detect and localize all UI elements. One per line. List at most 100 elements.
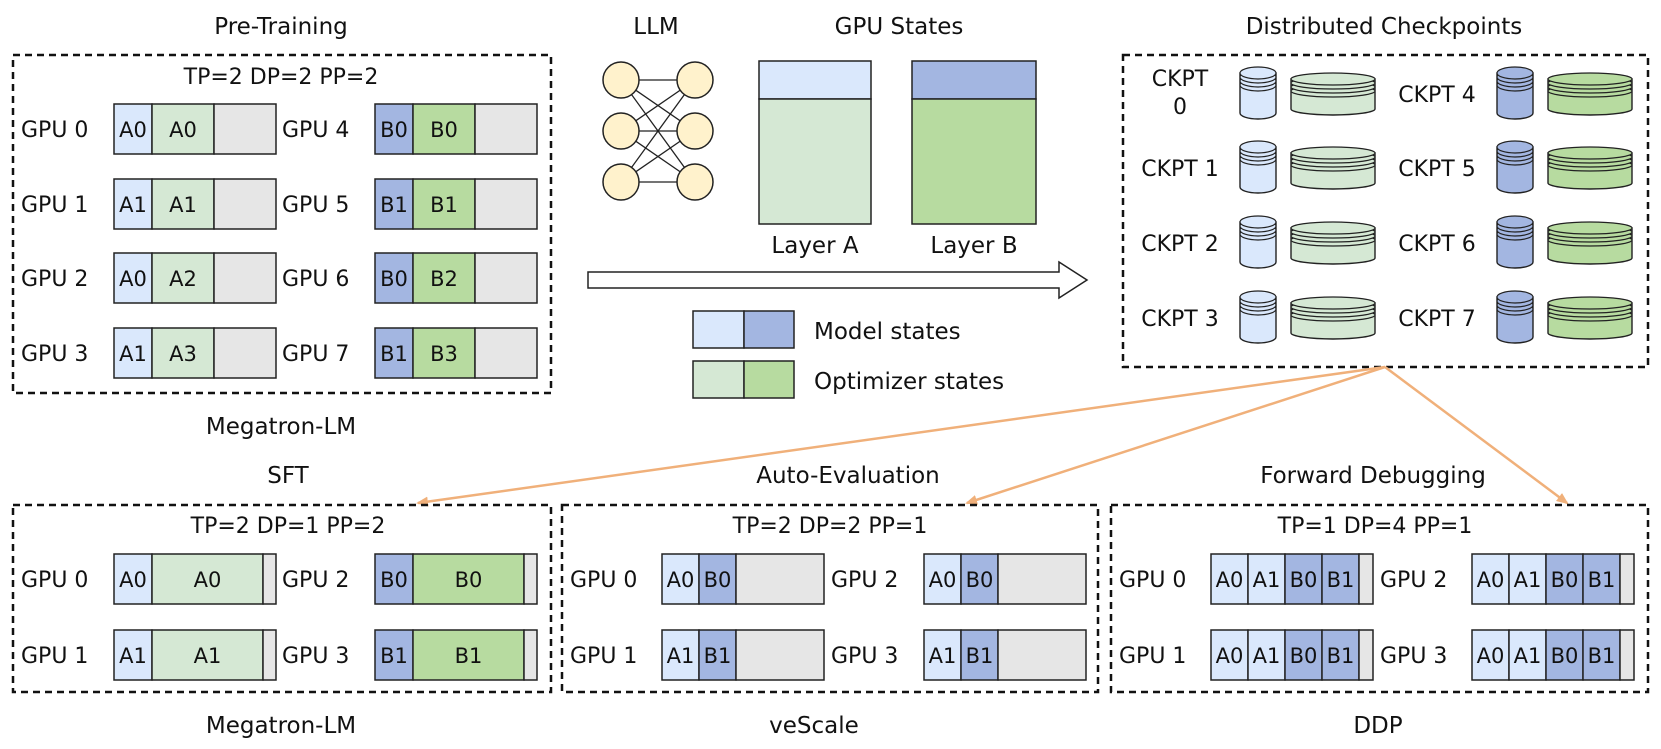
model-state-cell	[1284, 553, 1323, 605]
optimizer-state-label: B1	[430, 193, 458, 217]
checkpoint-label: CKPT 2	[1141, 232, 1218, 257]
gpu-label: GPU 1	[570, 644, 637, 669]
llm-node	[676, 163, 714, 201]
layer-b-label: Layer B	[930, 233, 1017, 259]
optimizer-state-cell	[151, 103, 215, 155]
free-memory-cell	[474, 252, 538, 304]
optimizer-state-label: A0	[169, 118, 197, 142]
model-state-label: A1	[1514, 568, 1542, 592]
optimizer-state-label: B3	[430, 342, 458, 366]
pretraining-gpu: GPU 5 B1 B1	[282, 178, 538, 230]
llm-node	[602, 163, 640, 201]
optimizer-state-cell	[151, 629, 264, 681]
model-state-cell	[1247, 553, 1286, 605]
model-state-a-cell	[923, 553, 962, 605]
gpu-label: GPU 5	[282, 193, 349, 218]
optimizer-state-cylinder	[1547, 146, 1633, 190]
gpu-label: GPU 3	[282, 644, 349, 669]
layer-a-label: Layer A	[771, 233, 858, 259]
model-state-label: A0	[1477, 644, 1505, 668]
optimizer-state-label: A3	[169, 342, 197, 366]
gpu-label: GPU 3	[831, 644, 898, 669]
model-state-a-label: A1	[667, 644, 695, 668]
model-state-label: B0	[1290, 568, 1318, 592]
free-memory-cell	[997, 553, 1087, 605]
optimizer-state-cylinder	[1547, 296, 1633, 340]
free-memory-cell	[262, 553, 277, 605]
arrow-to-sft	[416, 365, 1386, 507]
optimizer-state-label: B1	[455, 644, 483, 668]
autoeval-config: TP=2 DP=2 PP=1	[732, 514, 928, 539]
optimizer-state-cell	[412, 327, 476, 379]
model-state-label: A0	[119, 267, 147, 291]
save-checkpoint-arrow	[587, 260, 1089, 300]
model-state-b-label: B1	[966, 644, 994, 668]
model-state-label: A0	[1216, 644, 1244, 668]
optimizer-state-cell	[151, 178, 215, 230]
checkpoint-item: CKPT 2	[1141, 215, 1376, 269]
model-state-a-label: A0	[667, 568, 695, 592]
autoeval-gpu: GPU 1 A1 B1	[570, 629, 825, 681]
checkpoint-label: CKPT 6	[1398, 232, 1475, 257]
model-state-label: A0	[119, 568, 147, 592]
model-state-label: A1	[1514, 644, 1542, 668]
model-state-a-label: A0	[929, 568, 957, 592]
model-state-label: A0	[1216, 568, 1244, 592]
checkpoint-item: CKPT 4	[1398, 66, 1633, 120]
sft-framework: Megatron-LM	[206, 713, 356, 739]
llm-title: LLM	[633, 14, 678, 40]
autoeval-title: Auto-Evaluation	[756, 463, 939, 489]
optimizer-state-label: A1	[194, 644, 222, 668]
free-memory-cell	[523, 629, 538, 681]
gpu-label: GPU 7	[282, 342, 349, 367]
model-state-cell	[1582, 553, 1621, 605]
checkpoint-label: CKPT	[1152, 67, 1209, 92]
model-state-label: B1	[380, 644, 408, 668]
checkpoint-label: CKPT 4	[1398, 83, 1475, 108]
checkpoint-item: CKPT 3	[1141, 290, 1376, 344]
gpu-label: GPU 2	[1380, 568, 1447, 593]
checkpoints-box	[1121, 53, 1650, 369]
model-state-b-label: B1	[704, 644, 732, 668]
gpu-label: GPU 4	[282, 118, 349, 143]
model-state-label: B1	[380, 193, 408, 217]
gpu-label: GPU 2	[831, 568, 898, 593]
gpu-label: GPU 6	[282, 267, 349, 292]
model-state-a-cell	[923, 629, 962, 681]
model-state-label: B0	[380, 568, 408, 592]
model-state-cell	[1508, 553, 1547, 605]
model-state-cylinder	[1496, 66, 1534, 120]
model-state-b-label: B0	[966, 568, 994, 592]
pretraining-config: TP=2 DP=2 PP=2	[183, 65, 379, 90]
gpu-label: GPU 2	[21, 267, 88, 292]
debug-config: TP=1 DP=4 PP=1	[1277, 514, 1473, 539]
model-state-cell	[1210, 553, 1249, 605]
free-memory-cell	[474, 178, 538, 230]
gpu-label: GPU 1	[21, 193, 88, 218]
legend-optimizer-swatch	[692, 360, 795, 399]
model-state-cell	[1545, 629, 1584, 681]
model-state-label: B1	[380, 342, 408, 366]
model-state-cell	[1508, 629, 1547, 681]
model-state-cell	[113, 553, 153, 605]
model-state-cylinder	[1239, 140, 1277, 194]
optimizer-state-cylinder	[1290, 296, 1376, 340]
optimizer-state-label: B2	[430, 267, 458, 291]
optimizer-state-cell	[151, 327, 215, 379]
model-state-label: A0	[1477, 568, 1505, 592]
sft-config: TP=2 DP=1 PP=2	[190, 514, 386, 539]
optimizer-state-cylinder	[1290, 221, 1376, 265]
model-state-b-cell	[960, 629, 999, 681]
free-memory-cell	[474, 327, 538, 379]
free-memory-cell	[213, 252, 277, 304]
legend-optimizer-label: Optimizer states	[814, 369, 1004, 395]
optimizer-state-cylinder	[1290, 72, 1376, 116]
